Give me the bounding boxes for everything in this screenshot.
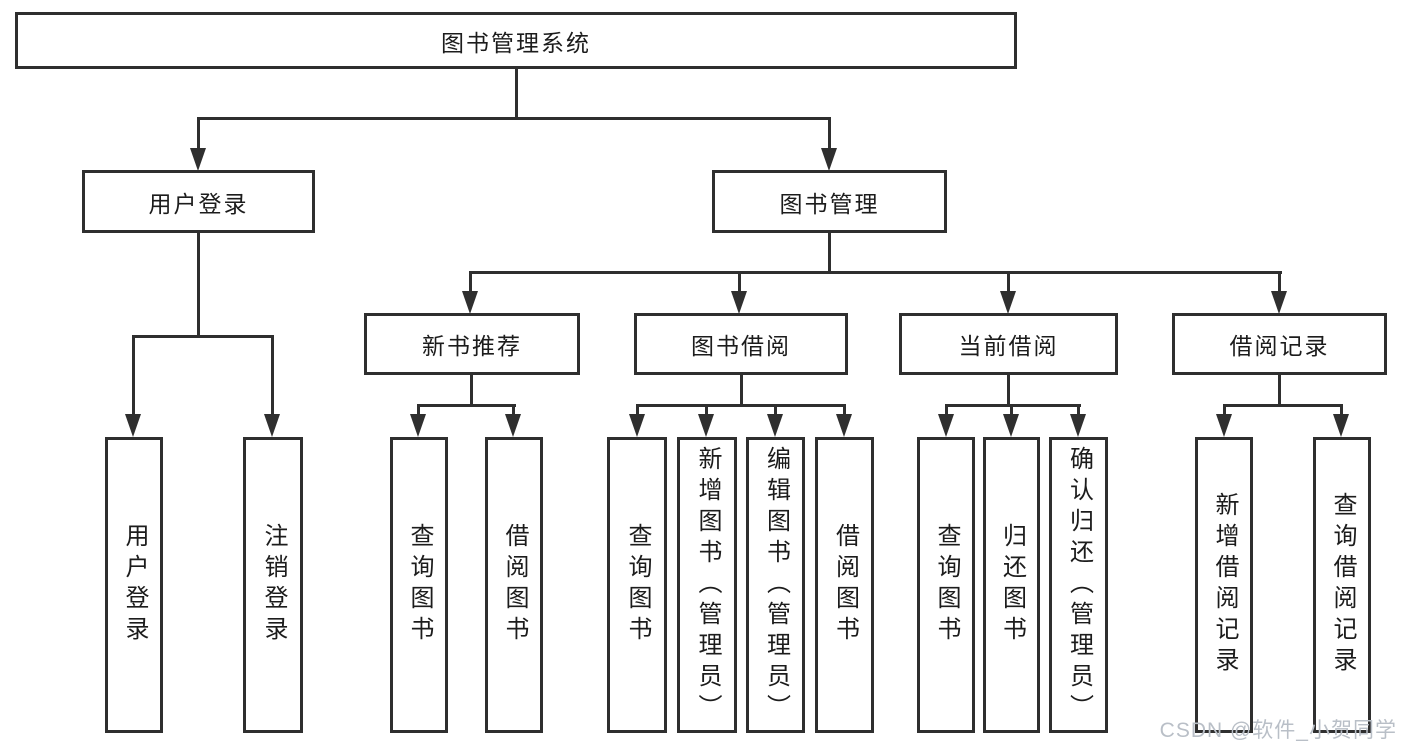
connector-drop-book-management: [828, 117, 831, 151]
arrowhead-login: [125, 414, 141, 437]
connector-user-login-rail: [132, 335, 274, 338]
node-label: 借阅图书: [501, 523, 528, 647]
connector-current-borrow-trunk: [1007, 375, 1010, 407]
arrowhead-user-login: [190, 148, 206, 171]
connector-user-login-trunk: [197, 233, 200, 338]
node-label: 用户登录: [148, 190, 249, 217]
node-new-book-recommend: 新书推荐: [364, 313, 580, 375]
connector-borrow-records-rail: [1223, 404, 1343, 407]
connector-drop-query-record: [1340, 404, 1343, 416]
connector-drop-query-book-2: [636, 404, 639, 416]
node-library-management-system: 图书管理系统: [15, 12, 1017, 69]
arrowhead-new-book: [462, 291, 478, 314]
node-label: 图书管理系统: [441, 29, 591, 56]
node-label: 借阅图书: [831, 523, 859, 647]
connector-root-trunk: [515, 69, 518, 120]
node-label: 新书推荐: [422, 333, 522, 359]
connector-drop-borrow-book-1: [512, 404, 515, 416]
node-label: 查询图书: [406, 523, 433, 647]
node-label: 归还图书: [998, 523, 1026, 647]
node-query-book-leaf-1: 查询图书: [390, 437, 448, 733]
node-label: 新增借阅记录: [1211, 492, 1238, 678]
connector-drop-confirm-return: [1077, 404, 1080, 416]
connector-new-book-rail: [417, 404, 516, 407]
node-label: 确认归还（管理员）: [1065, 445, 1093, 725]
connector-drop-edit-book: [774, 404, 777, 416]
connector-drop-query-book-3: [945, 404, 948, 416]
connector-drop-logout: [271, 335, 274, 417]
arrowhead-add-record: [1216, 414, 1232, 437]
connector-new-book-trunk: [470, 375, 473, 407]
connector-level2-rail: [469, 271, 1282, 274]
csdn-watermark: CSDN @软件_小贺同学: [1159, 719, 1397, 742]
connector-level1-rail: [197, 117, 831, 120]
connector-drop-add-record: [1223, 404, 1226, 416]
arrowhead-add-book: [698, 414, 714, 437]
node-label: 用户登录: [121, 523, 148, 647]
arrowhead-borrow-book-1: [505, 414, 521, 437]
connector-drop-query-book-1: [417, 404, 420, 416]
node-label: 当前借阅: [958, 333, 1059, 359]
arrowhead-return-book: [1003, 414, 1019, 437]
connector-drop-return-book: [1010, 404, 1013, 416]
connector-current-borrow-rail: [945, 404, 1081, 407]
node-label: 查询借阅记录: [1329, 492, 1356, 678]
arrowhead-query-book-1: [410, 414, 426, 437]
arrowhead-book-borrow: [731, 291, 747, 314]
node-label: 编辑图书（管理员）: [762, 445, 790, 725]
node-user-login: 用户登录: [82, 170, 315, 233]
node-label: 图书管理: [779, 190, 880, 217]
connector-drop-borrow-book-2: [843, 404, 846, 416]
arrowhead-book-management: [821, 148, 837, 171]
arrowhead-borrow-records: [1271, 291, 1287, 314]
node-add-book-admin-leaf: 新增图书（管理员）: [677, 437, 737, 733]
arrowhead-logout: [264, 414, 280, 437]
node-label: 图书借阅: [691, 333, 791, 359]
node-book-management: 图书管理: [712, 170, 947, 233]
node-label: 查询图书: [933, 523, 960, 647]
node-return-book-leaf: 归还图书: [983, 437, 1040, 733]
connector-drop-book-borrow: [738, 271, 741, 296]
connector-drop-user-login: [197, 117, 200, 151]
arrowhead-borrow-book-2: [836, 414, 852, 437]
node-borrow-book-leaf-2: 借阅图书: [815, 437, 874, 733]
node-query-book-leaf-3: 查询图书: [917, 437, 975, 733]
node-book-borrow: 图书借阅: [634, 313, 848, 375]
node-label: 查询图书: [624, 523, 651, 647]
connector-drop-borrow-records: [1278, 271, 1281, 296]
connector-book-borrow-rail: [636, 404, 846, 407]
node-label: 借阅记录: [1229, 333, 1330, 359]
connector-drop-login: [132, 335, 135, 417]
connector-drop-new-book: [469, 271, 472, 296]
node-edit-book-admin-leaf: 编辑图书（管理员）: [746, 437, 805, 733]
connector-book-management-trunk: [828, 233, 831, 274]
connector-drop-add-book: [705, 404, 708, 416]
arrowhead-edit-book: [767, 414, 783, 437]
node-borrow-records: 借阅记录: [1172, 313, 1387, 375]
connector-drop-current-borrow: [1007, 271, 1010, 296]
node-current-borrow: 当前借阅: [899, 313, 1118, 375]
arrowhead-query-record: [1333, 414, 1349, 437]
arrowhead-query-book-2: [629, 414, 645, 437]
node-label: 注销登录: [260, 523, 287, 647]
node-query-book-leaf-2: 查询图书: [607, 437, 667, 733]
node-logout-leaf: 注销登录: [243, 437, 303, 733]
node-borrow-book-leaf-1: 借阅图书: [485, 437, 543, 733]
node-query-borrow-record-leaf: 查询借阅记录: [1313, 437, 1371, 733]
node-user-login-leaf: 用户登录: [105, 437, 163, 733]
arrowhead-confirm-return: [1070, 414, 1086, 437]
node-add-borrow-record-leaf: 新增借阅记录: [1195, 437, 1253, 733]
arrowhead-query-book-3: [938, 414, 954, 437]
node-confirm-return-admin-leaf: 确认归还（管理员）: [1049, 437, 1108, 733]
node-label: 新增图书（管理员）: [694, 445, 721, 725]
connector-borrow-records-trunk: [1278, 375, 1281, 407]
connector-book-borrow-trunk: [740, 375, 743, 407]
arrowhead-current-borrow: [1000, 291, 1016, 314]
